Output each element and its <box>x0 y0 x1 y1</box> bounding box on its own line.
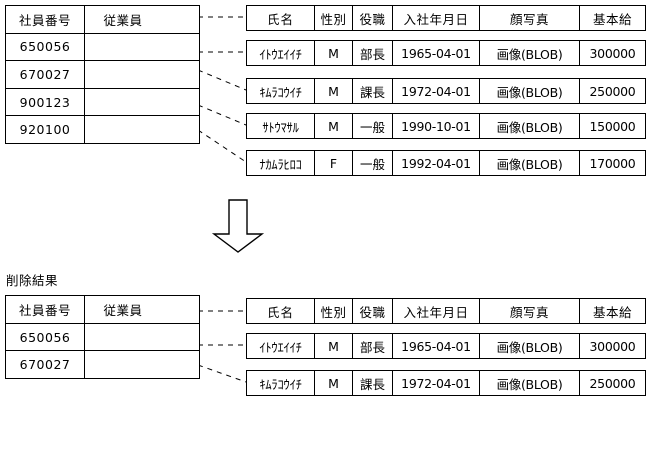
detail-cell-name: ｷﾑﾗｺｳｲﾁ <box>247 371 315 395</box>
table-row[interactable]: ﾅｶﾑﾗﾋﾛｺ F 一般 1992-04-01 画像(BLOB) 170000 <box>246 150 646 176</box>
detail-cell-photo: 画像(BLOB) <box>480 371 580 395</box>
detail-header-salary: 基本給 <box>592 304 632 320</box>
table-row[interactable]: 900123 <box>6 88 199 117</box>
detail-cell-name: ｲﾄｳｴｲｲﾁ <box>247 334 315 358</box>
master-cell-id: 920100 <box>6 116 85 143</box>
detail-cell-photo: 画像(BLOB) <box>480 114 580 138</box>
detail-header-name: 氏名 <box>247 6 315 30</box>
master-cell-employee <box>85 116 199 143</box>
detail-header-salary: 基本給 <box>592 11 632 27</box>
detail-header-name: 氏名 <box>247 299 315 323</box>
master-header-id: 社員番号 <box>6 6 85 33</box>
table-row[interactable]: 920100 <box>6 116 199 143</box>
detail-cell-salary: 300000 <box>589 45 636 61</box>
detail-header-sex: 性別 <box>315 299 353 323</box>
detail-cell-sex: M <box>315 334 353 358</box>
detail-cell-salary: 300000 <box>589 338 636 354</box>
connector-row2-bottom <box>197 364 247 383</box>
detail-cell-sex: M <box>315 371 353 395</box>
detail-cell-post: 部長 <box>353 334 393 358</box>
detail-cell-joined: 1965-04-01 <box>393 41 480 65</box>
detail-header-joined: 入社年月日 <box>393 299 480 323</box>
detail-cell-name: ﾅｶﾑﾗﾋﾛｺ <box>247 151 315 175</box>
detail-cell-sex: M <box>315 79 353 103</box>
master-cell-id: 900123 <box>6 88 85 116</box>
detail-cell-name: ｲﾄｳｴｲｲﾁ <box>247 41 315 65</box>
master-table-header-row: 社員番号 従業員 <box>6 296 199 324</box>
detail-cell-joined: 1990-10-01 <box>393 114 480 138</box>
detail-header-joined: 入社年月日 <box>393 6 480 30</box>
detail-cell-salary: 250000 <box>589 375 636 391</box>
connector-row2-top <box>197 69 247 91</box>
detail-cell-salary: 170000 <box>589 155 636 171</box>
detail-cell-post: 課長 <box>353 371 393 395</box>
table-row[interactable]: 650056 <box>6 33 199 62</box>
table-row[interactable]: ｷﾑﾗｺｳｲﾁ M 課長 1972-04-01 画像(BLOB) 250000 <box>246 370 646 396</box>
master-cell-employee <box>85 351 199 378</box>
table-row[interactable]: 670027 <box>6 351 199 379</box>
master-header-employee: 従業員 <box>103 12 143 28</box>
master-cell-employee <box>85 34 199 61</box>
detail-table-header-row: 氏名 性別 役職 入社年月日 顔写真 基本給 <box>246 5 646 31</box>
table-row[interactable]: 670027 <box>6 61 199 89</box>
detail-cell-salary: 150000 <box>589 118 636 134</box>
master-table-bottom: 社員番号 従業員 650056 670027 <box>5 295 200 379</box>
down-arrow-icon <box>198 198 278 258</box>
master-cell-employee <box>85 324 199 351</box>
master-table-header-row: 社員番号 従業員 <box>6 6 199 34</box>
master-header-employee: 従業員 <box>103 302 143 318</box>
connector-row4-top <box>197 129 247 163</box>
detail-cell-name: ｷﾑﾗｺｳｲﾁ <box>247 79 315 103</box>
detail-header-post: 役職 <box>353 6 393 30</box>
table-row[interactable]: ｲﾄｳｴｲｲﾁ M 部長 1965-04-01 画像(BLOB) 300000 <box>246 333 646 359</box>
detail-cell-post: 課長 <box>353 79 393 103</box>
detail-cell-joined: 1992-04-01 <box>393 151 480 175</box>
detail-header-post: 役職 <box>353 299 393 323</box>
detail-cell-photo: 画像(BLOB) <box>480 334 580 358</box>
detail-cell-salary: 250000 <box>589 83 636 99</box>
detail-cell-joined: 1972-04-01 <box>393 79 480 103</box>
master-cell-id: 670027 <box>6 61 85 88</box>
master-header-id: 社員番号 <box>6 296 85 323</box>
detail-table-header-row: 氏名 性別 役職 入社年月日 顔写真 基本給 <box>246 298 646 324</box>
table-row[interactable]: ｲﾄｳｴｲｲﾁ M 部長 1965-04-01 画像(BLOB) 300000 <box>246 40 646 66</box>
detail-cell-photo: 画像(BLOB) <box>480 41 580 65</box>
master-cell-id: 670027 <box>6 351 85 379</box>
detail-cell-photo: 画像(BLOB) <box>480 79 580 103</box>
master-cell-employee <box>85 89 199 116</box>
connector-row3-top <box>197 104 247 126</box>
table-row[interactable]: ｻﾄｳﾏｻﾙ M 一般 1990-10-01 画像(BLOB) 150000 <box>246 113 646 139</box>
detail-header-photo: 顔写真 <box>480 299 580 323</box>
detail-cell-name: ｻﾄｳﾏｻﾙ <box>247 114 315 138</box>
detail-header-photo: 顔写真 <box>480 6 580 30</box>
detail-cell-photo: 画像(BLOB) <box>480 151 580 175</box>
detail-cell-joined: 1972-04-01 <box>393 371 480 395</box>
detail-cell-post: 部長 <box>353 41 393 65</box>
detail-cell-sex: M <box>315 114 353 138</box>
master-cell-id: 650056 <box>6 33 85 61</box>
section-label-delete-result: 削除結果 <box>6 273 59 288</box>
detail-header-sex: 性別 <box>315 6 353 30</box>
master-table-top: 社員番号 従業員 650056 670027 900123 920100 <box>5 5 200 144</box>
master-cell-employee <box>85 61 199 88</box>
detail-cell-post: 一般 <box>353 114 393 138</box>
detail-cell-post: 一般 <box>353 151 393 175</box>
detail-cell-sex: M <box>315 41 353 65</box>
master-cell-id: 650056 <box>6 323 85 351</box>
table-row[interactable]: 650056 <box>6 323 199 352</box>
detail-cell-joined: 1965-04-01 <box>393 334 480 358</box>
detail-cell-sex: F <box>315 151 353 175</box>
table-row[interactable]: ｷﾑﾗｺｳｲﾁ M 課長 1972-04-01 画像(BLOB) 250000 <box>246 78 646 104</box>
